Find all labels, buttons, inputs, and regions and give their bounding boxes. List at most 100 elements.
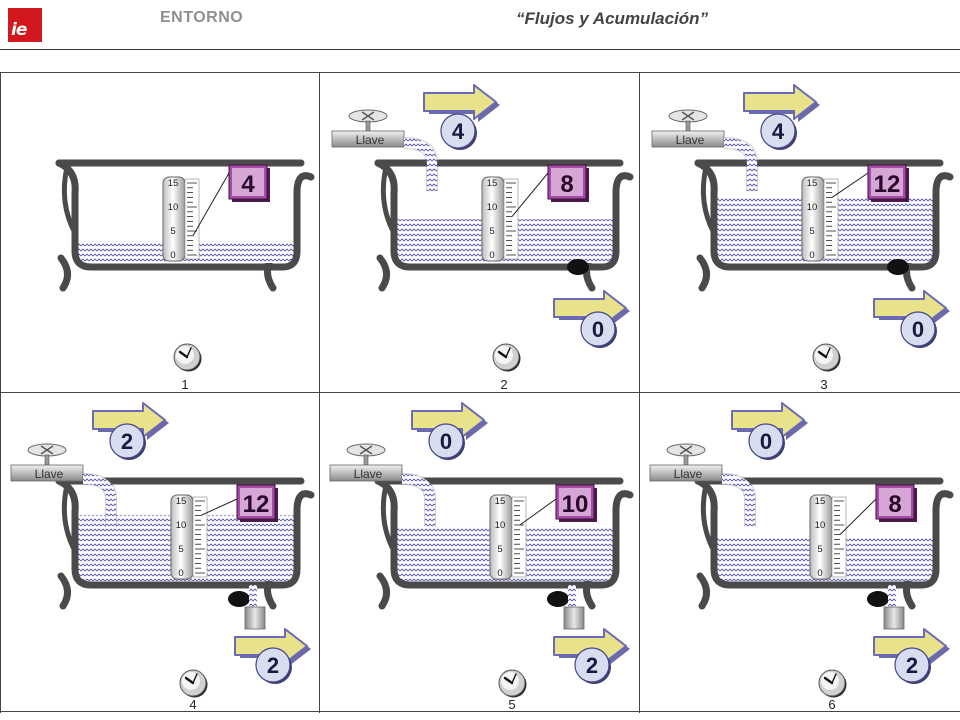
clock-icon <box>492 343 521 372</box>
logo: ie <box>8 8 42 42</box>
scale-label-15: 15 <box>807 178 818 189</box>
level-value-label: 8 <box>888 491 901 518</box>
outflow-badge: 0 <box>580 311 617 348</box>
inflow-stream-water <box>403 138 437 191</box>
panel-number: 3 <box>820 377 827 392</box>
drain-plug <box>547 591 569 607</box>
inflow-arrow <box>731 402 808 440</box>
level-pointer <box>511 172 549 217</box>
clock-icon <box>818 669 847 698</box>
scale-label-10: 10 <box>815 520 826 531</box>
level-box: 10 <box>555 484 597 522</box>
drain-pipe <box>563 606 585 630</box>
flow-value-label: 2 <box>586 653 598 678</box>
faucet: Llave <box>10 443 84 482</box>
faucet: Llave <box>331 109 405 148</box>
inflow-stream-water <box>723 138 757 191</box>
tub-leg-left <box>376 572 390 610</box>
tub-leg-left <box>57 254 71 292</box>
drain-pipe <box>244 606 266 630</box>
drain-pipe <box>883 606 905 630</box>
level-pointer <box>839 498 877 535</box>
panel-number: 4 <box>189 697 196 712</box>
inflow-badge: 0 <box>748 423 785 460</box>
scale-label-10: 10 <box>495 520 506 531</box>
tub-side-left <box>700 166 717 235</box>
tub-side-left <box>380 484 397 553</box>
level-scale: 15 10 5 0 <box>162 176 200 262</box>
tub-body <box>374 477 634 589</box>
section-label: ENTORNO <box>160 9 244 26</box>
level-box: 12 <box>867 164 909 202</box>
scale-label-0: 0 <box>489 250 494 261</box>
tub-side-left <box>61 484 78 553</box>
scale-label-5: 5 <box>497 544 502 555</box>
level-pointer <box>831 172 869 198</box>
drain-plug <box>887 259 909 275</box>
scale-label-0: 0 <box>178 568 183 579</box>
level-value-label: 10 <box>562 491 589 518</box>
logo-text: ie <box>11 20 27 40</box>
scale-label-0: 0 <box>170 250 175 261</box>
level-pointer <box>519 498 557 526</box>
level-pointer <box>200 498 238 516</box>
inflow-stream-water <box>82 474 116 527</box>
panel-number: 1 <box>181 377 188 392</box>
scale-label-15: 15 <box>168 178 179 189</box>
drain-plug <box>567 259 589 275</box>
inflow-arrow <box>423 84 500 122</box>
inflow-badge: 0 <box>428 423 465 460</box>
faucet-label: Llave <box>356 133 385 147</box>
faucet-label: Llave <box>676 133 705 147</box>
tub-leg-left <box>376 254 390 292</box>
flow-value-label: 0 <box>912 317 924 342</box>
drain-plug <box>867 591 889 607</box>
level-box: 8 <box>547 164 589 202</box>
panel-number: 6 <box>828 697 835 712</box>
tub-side-left <box>61 166 78 235</box>
faucet: Llave <box>649 443 723 482</box>
inflow-stream-water <box>401 474 435 527</box>
inflow-stream-water <box>721 474 755 527</box>
inflow-badge: 4 <box>760 113 797 150</box>
tub-leg-left <box>57 572 71 610</box>
scale-label-10: 10 <box>487 202 498 213</box>
scale-label-5: 5 <box>170 226 175 237</box>
scale-label-10: 10 <box>168 202 179 213</box>
faucet: Llave <box>329 443 403 482</box>
tub-body <box>374 159 634 271</box>
scale-label-15: 15 <box>815 496 826 507</box>
level-box: 8 <box>875 484 917 522</box>
clock-icon <box>812 343 841 372</box>
clock-icon <box>179 669 208 698</box>
level-value-label: 8 <box>560 171 573 198</box>
level-value-label: 12 <box>874 171 901 198</box>
panel-number: 5 <box>508 697 515 712</box>
tub-side-left <box>700 484 717 553</box>
tub-body <box>55 477 315 589</box>
scale-label-10: 10 <box>807 202 818 213</box>
outflow-badge: 2 <box>894 647 931 684</box>
outflow-badge: 2 <box>255 647 292 684</box>
level-box: 12 <box>236 484 278 522</box>
scale-label-0: 0 <box>809 250 814 261</box>
inflow-badge: 2 <box>109 423 146 460</box>
faucet-label: Llave <box>674 467 703 481</box>
scale-label-5: 5 <box>817 544 822 555</box>
flow-value-label: 4 <box>452 119 465 144</box>
